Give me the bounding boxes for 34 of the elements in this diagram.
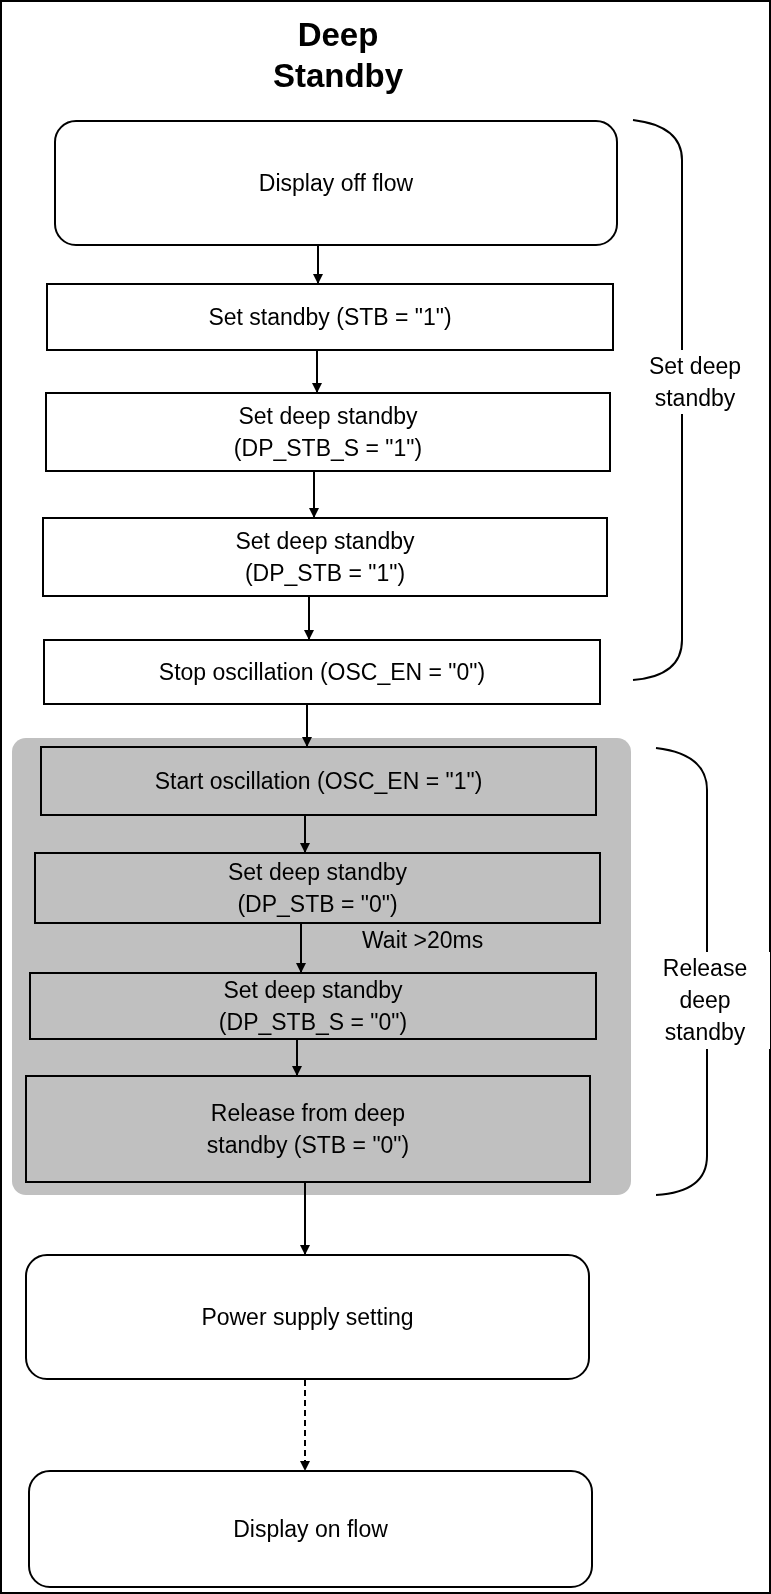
box-text: Set deep standby (DP_STB = "0") xyxy=(227,857,408,919)
box-text: Release from deep standby (STB = "0") xyxy=(205,1098,411,1160)
box-text: Start oscillation (OSC_EN = "1") xyxy=(154,766,483,796)
terminal-box xyxy=(25,1254,590,1380)
terminal-box xyxy=(28,1470,593,1588)
arrow xyxy=(300,1182,310,1255)
arrow xyxy=(309,471,319,518)
box-text: Set deep standby (DP_STB = "1") xyxy=(234,526,416,588)
arrow xyxy=(302,704,312,747)
process-box xyxy=(42,517,608,597)
arrow xyxy=(292,1039,302,1076)
group-band xyxy=(12,738,631,1195)
arrow xyxy=(300,1379,310,1471)
arrow xyxy=(313,245,323,284)
process-box xyxy=(45,392,611,472)
box-text: Stop oscillation (OSC_EN = "0") xyxy=(158,657,486,687)
process-box xyxy=(46,283,614,351)
box-text: Set standby (STB = "1") xyxy=(208,302,452,332)
box-text: Display on flow xyxy=(233,1514,388,1544)
box-text: Display off flow xyxy=(258,168,414,198)
process-box xyxy=(40,746,597,816)
box-text: Set deep standby (DP_STB_S = "0") xyxy=(217,975,409,1037)
box-text: Set deep standby (DP_STB_S = "1") xyxy=(232,401,424,463)
box-text: Power supply setting xyxy=(201,1302,414,1332)
process-box xyxy=(34,852,601,924)
arrow xyxy=(296,923,306,973)
title: Deep Standby xyxy=(271,15,405,97)
process-box xyxy=(43,639,601,705)
arrow xyxy=(300,815,310,853)
arrow xyxy=(312,350,322,393)
arrow xyxy=(304,596,314,640)
terminal-box xyxy=(54,120,618,246)
process-box xyxy=(29,972,597,1040)
process-box xyxy=(25,1075,591,1183)
